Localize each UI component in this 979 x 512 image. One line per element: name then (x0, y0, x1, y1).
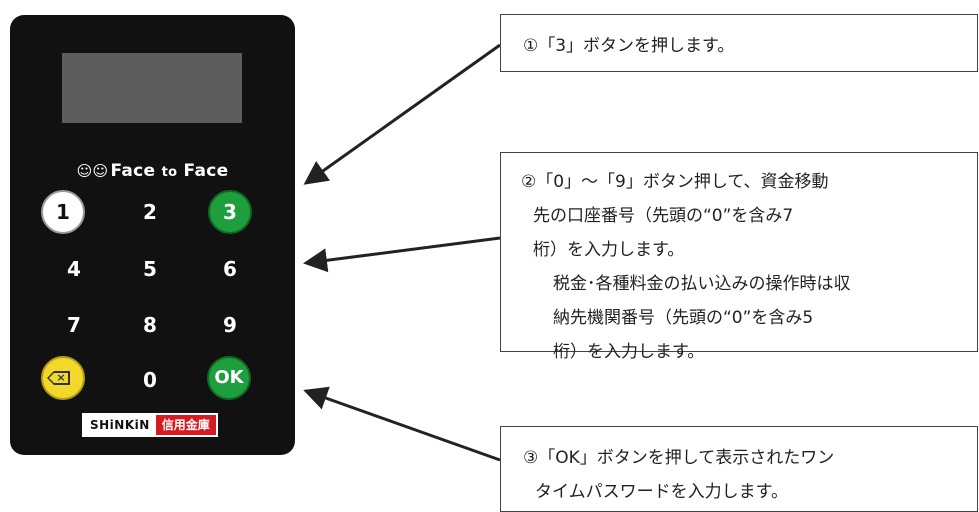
callout-step2: ②「0」～「9」ボタン押して、資金移動 先の口座番号（先頭の“0”を含み7 桁）… (500, 152, 978, 362)
arrow-1 (303, 43, 501, 185)
callout-step2-line6: 桁）を入力します。 (553, 342, 705, 362)
callout-step2-line5: 納先機関番号（先頭の“0”を含み5 (553, 308, 814, 328)
key-6[interactable]: 6 (223, 257, 237, 281)
key-3[interactable]: 3 (208, 190, 252, 234)
key-0[interactable]: 0 (143, 368, 157, 392)
logo-en: SHiNKiN (84, 415, 156, 435)
key-7[interactable]: 7 (67, 313, 81, 337)
brand-face2: Face (183, 161, 229, 181)
callout-step2-line2: 先の口座番号（先頭の“0”を含み7 (533, 206, 794, 226)
arrow-3 (303, 386, 501, 462)
brand-face1: Face (110, 161, 156, 181)
brand-label: ☺☺Face to Face (10, 161, 295, 181)
arrow-2 (303, 236, 501, 273)
key-1[interactable]: 1 (41, 190, 85, 234)
callout-step3-line1: ③「OK」ボタンを押して表示されたワン (523, 448, 835, 468)
backspace-icon: × (47, 371, 70, 385)
callout-step1-text: ①「3」ボタンを押します。 (523, 36, 735, 56)
key-8[interactable]: 8 (143, 313, 157, 337)
brand-to: to (161, 165, 178, 180)
key-2[interactable]: 2 (143, 200, 157, 224)
faces-icon: ☺☺ (76, 162, 109, 180)
callout-step3: ③「OK」ボタンを押して表示されたワン タイムパスワードを入力します。 (500, 426, 978, 512)
callout-step2-line4: 税金･各種料金の払い込みの操作時は収 (553, 274, 851, 294)
token-device: ☺☺Face to Face 1 2 3 4 5 6 7 8 9 × 0 OK … (10, 15, 295, 455)
callout-step1: ①「3」ボタンを押します。 (500, 14, 978, 72)
key-9[interactable]: 9 (223, 313, 237, 337)
shinkin-logo: SHiNKiN 信用金庫 (82, 413, 218, 437)
lcd-display (62, 53, 242, 123)
ok-button[interactable]: OK (207, 356, 251, 400)
key-5[interactable]: 5 (143, 257, 157, 281)
callout-step3-line2: タイムパスワードを入力します。 (535, 482, 788, 502)
callout-step2-line1: ②「0」～「9」ボタン押して、資金移動 (521, 172, 829, 192)
logo-jp: 信用金庫 (155, 415, 216, 435)
backspace-button[interactable]: × (41, 356, 85, 400)
callout-step2-line3: 桁）を入力します。 (533, 240, 685, 260)
key-4[interactable]: 4 (67, 257, 81, 281)
